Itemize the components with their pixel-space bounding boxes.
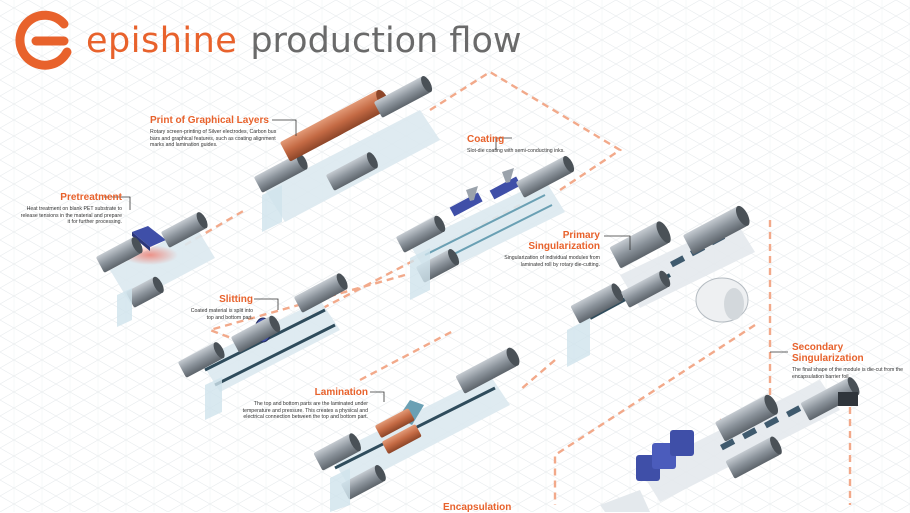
brand-name: epishine — [86, 21, 238, 61]
step-title: Print of Graphical Layers — [150, 115, 269, 126]
step-description: Slot-die coating with semi-conducting in… — [467, 148, 565, 154]
step-title-line-2: Singularization — [792, 353, 864, 364]
step-title: Coating — [467, 134, 505, 145]
step-description: Heat treatment on blank PET substrate to… — [20, 206, 122, 226]
step-title: Encapsulation — [443, 502, 512, 513]
page-title: production flow — [250, 21, 522, 61]
coating-machine — [396, 156, 575, 300]
step-title-line-2: Singularization — [528, 241, 600, 252]
print-machine — [254, 76, 440, 232]
step-pretreatment: Pretreatment Heat treatment on blank PET… — [20, 192, 122, 226]
epishine-logo-icon — [15, 10, 72, 70]
step-description: The final shape of the module is die-cut… — [792, 367, 904, 380]
step-lamination: Lamination The top and bottom parts are … — [240, 387, 368, 421]
lamination-machine — [314, 347, 520, 512]
step-title: Pretreatment — [60, 192, 122, 203]
step-description: Coated material is split into top and bo… — [190, 308, 253, 321]
step-description: Rotary screen-printing of Silver electro… — [150, 129, 277, 149]
step-title-line-1: Secondary — [792, 342, 844, 353]
step-coating: Coating Slot-die coating with semi-condu… — [467, 134, 587, 155]
step-print: Print of Graphical Layers Rotary screen-… — [150, 115, 280, 149]
step-description: The top and bottom parts are the laminat… — [242, 401, 368, 421]
pretreatment-machine — [96, 212, 215, 327]
step-title: Slitting — [219, 294, 253, 305]
secondary-singularization-machine — [600, 377, 860, 512]
brand-header: epishine production flow — [12, 8, 522, 74]
step-description: Singularization of individual modules fr… — [504, 255, 600, 268]
slitting-machine — [178, 273, 348, 420]
step-encapsulation: Encapsulation — [443, 502, 543, 513]
step-secondary-singularization: Secondary Singularization The final shap… — [792, 342, 904, 380]
primary-singularization-machine — [567, 205, 755, 367]
step-title-line-1: Primary — [562, 230, 600, 241]
step-primary-singularization: Primary Singularization Singularization … — [496, 230, 600, 268]
step-slitting: Slitting Coated material is split into t… — [185, 294, 253, 321]
leader-lines — [104, 119, 788, 402]
step-title: Lamination — [314, 387, 368, 398]
